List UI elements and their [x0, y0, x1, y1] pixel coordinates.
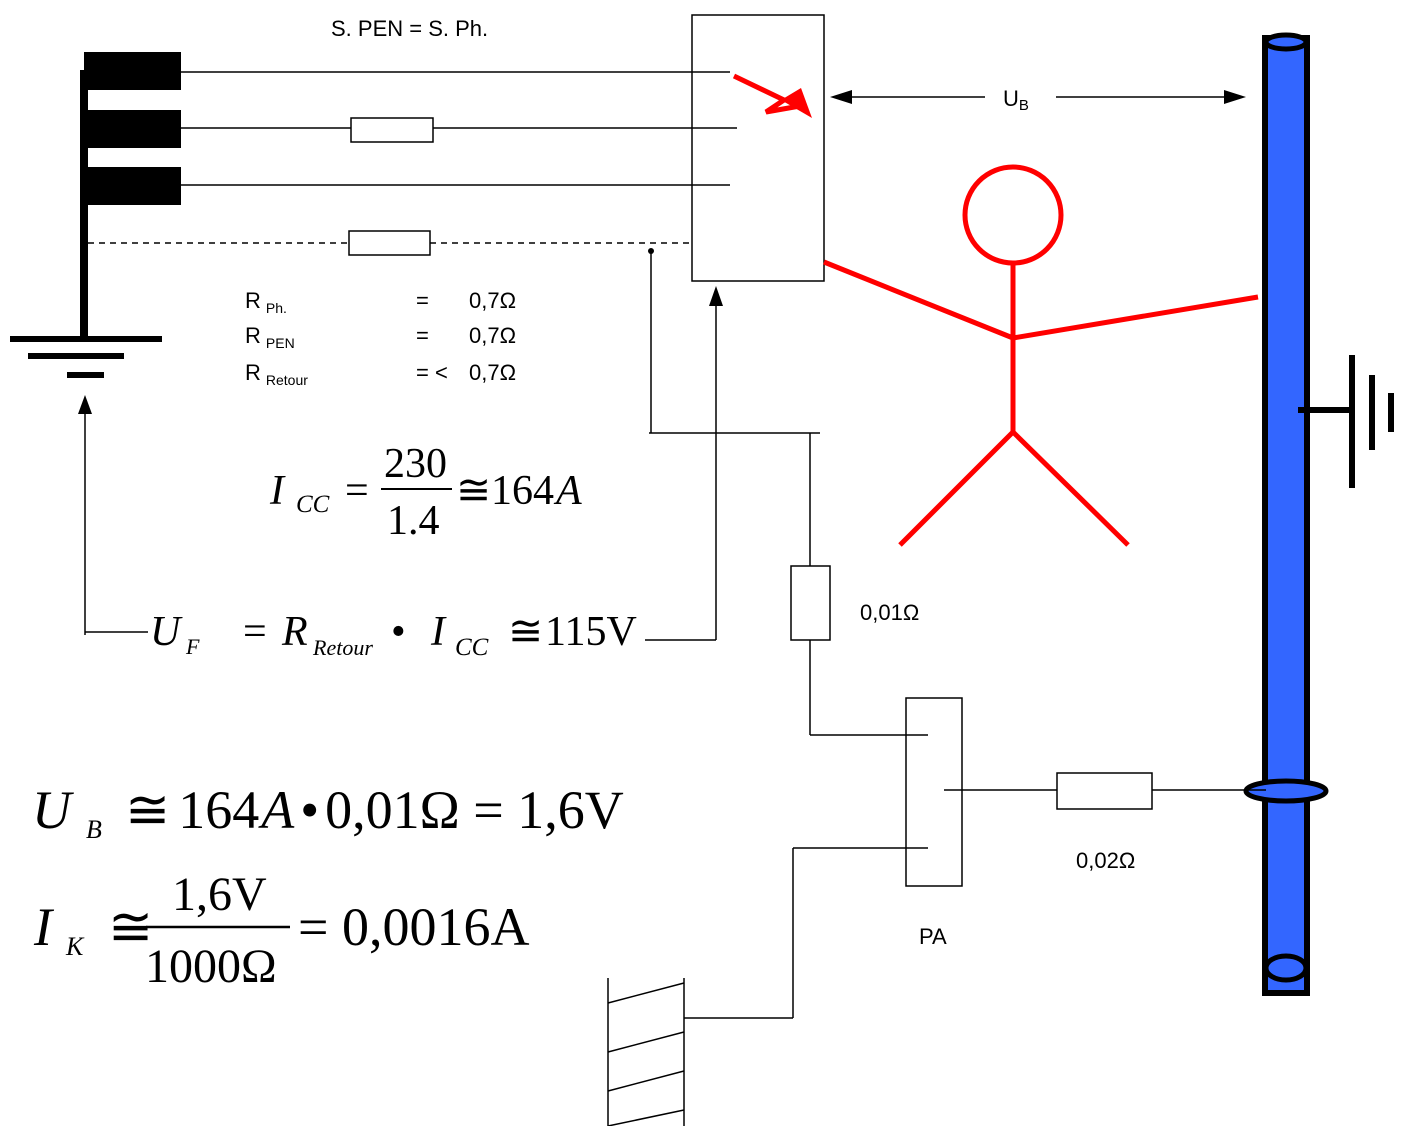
svg-text:≅164A•0,01Ω = 1,6V: ≅164A•0,01Ω = 1,6V: [125, 780, 624, 840]
svg-text:0,7Ω: 0,7Ω: [469, 360, 516, 385]
phase-lines: [181, 71, 737, 186]
fault-arrow-icon: [732, 73, 812, 118]
svg-text:I: I: [33, 897, 55, 957]
svg-text:= 0,0016A: = 0,0016A: [298, 897, 529, 957]
formula-ik: I K ≅ 1,6V 1000Ω = 0,0016A: [33, 868, 529, 993]
svg-text:CC: CC: [455, 634, 489, 661]
pen-resistor: [348, 230, 431, 256]
svg-text:I: I: [430, 609, 447, 655]
pe-resistance-label: 0,01Ω: [860, 600, 919, 625]
svg-text:≅: ≅: [456, 468, 491, 514]
earth-electrode-icon: [607, 978, 685, 1126]
phase-resistor: [350, 117, 434, 143]
ub-arrow: [830, 90, 1246, 104]
pipe-earth-icon: [1298, 355, 1394, 488]
svg-text:= <: = <: [416, 360, 448, 385]
svg-text:1,6V: 1,6V: [172, 868, 267, 921]
person-icon: [823, 164, 1259, 547]
svg-text:=: =: [416, 323, 429, 348]
svg-text:1.4: 1.4: [387, 498, 440, 544]
uf-arrows: [78, 286, 723, 641]
formula-ub: U B ≅164A•0,01Ω = 1,6V: [32, 780, 624, 844]
pa-label: PA: [919, 924, 947, 949]
svg-text:U: U: [32, 780, 74, 840]
earth-ground-icon: [10, 336, 162, 378]
svg-text:115V: 115V: [545, 609, 637, 655]
svg-text:0,7Ω: 0,7Ω: [469, 323, 516, 348]
svg-text:0,7Ω: 0,7Ω: [469, 288, 516, 313]
pa-bar: [905, 697, 963, 887]
bonding-conductor: [684, 772, 1266, 1019]
svg-text:U: U: [150, 609, 183, 655]
svg-text:RPh.: RPh.: [245, 288, 287, 316]
pen-line: [88, 230, 692, 256]
formula-icc: I CC = 230 1.4 ≅ 164A: [269, 441, 582, 544]
cross-section-label: S. PEN = S. Ph.: [331, 16, 488, 41]
pe-conductor: [649, 251, 928, 736]
svg-text:=: =: [416, 288, 429, 313]
svg-text:B: B: [86, 815, 102, 844]
pe-resistor: [790, 565, 831, 641]
svg-text:1000Ω: 1000Ω: [145, 940, 277, 993]
svg-text:•: •: [391, 609, 406, 655]
svg-text:≅: ≅: [508, 609, 543, 655]
ub-label: UB: [1003, 86, 1029, 114]
svg-text:CC: CC: [296, 491, 330, 518]
svg-text:F: F: [185, 634, 200, 659]
svg-text:=: =: [243, 609, 267, 655]
svg-text:=: =: [345, 468, 369, 514]
svg-text:K: K: [65, 932, 85, 961]
appliance-box: [691, 14, 825, 282]
transformer-icon: [80, 52, 181, 340]
svg-text:164A: 164A: [491, 468, 582, 514]
svg-text:230: 230: [384, 441, 447, 487]
water-pipe-icon: [1243, 32, 1329, 996]
svg-text:R: R: [281, 609, 308, 655]
svg-text:≅: ≅: [108, 897, 153, 957]
svg-text:I: I: [269, 468, 286, 514]
bond-resistor: [1056, 772, 1153, 810]
bond-resistance-label: 0,02Ω: [1076, 848, 1135, 873]
svg-text:Retour: Retour: [312, 635, 373, 660]
formula-uf: U F = R Retour • I CC ≅ 115V: [150, 609, 637, 661]
